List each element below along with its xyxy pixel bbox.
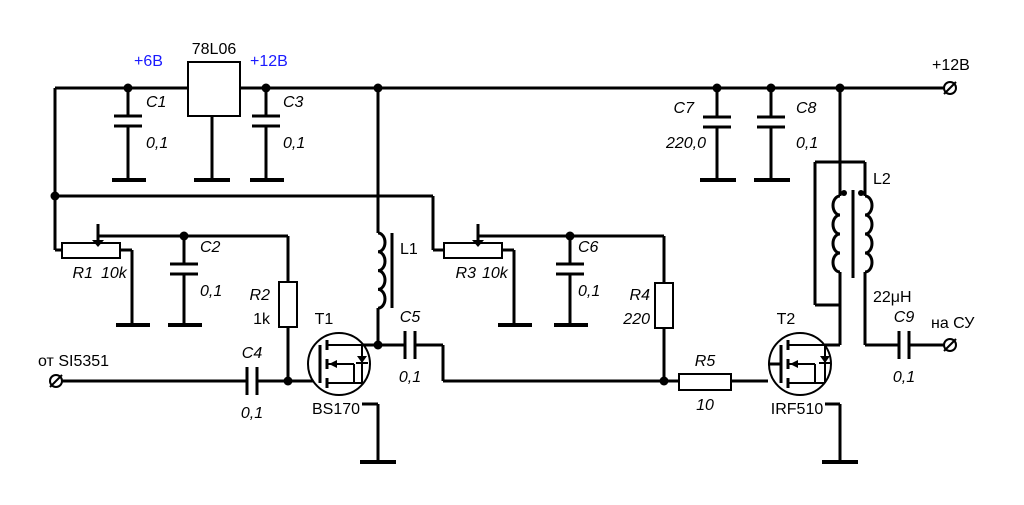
svg-text:R3: R3 [456,265,477,282]
svg-text:L1: L1 [400,241,418,258]
capacitor-c8: C8 0,1 [757,100,818,152]
regulator-label: 78L06 [192,41,237,58]
power-terminal: +12В [932,57,970,95]
svg-text:0,1: 0,1 [283,135,305,152]
transistor-t2: T2 IRF510 [768,311,832,418]
svg-text:0,1: 0,1 [796,135,818,152]
capacitor-c1: C1 0,1 [114,94,168,152]
capacitor-c9: C9 0,1 [893,309,915,386]
capacitor-c7: C7 220,0 [665,100,731,152]
svg-text:220: 220 [622,311,650,328]
resistor-r4: R4 220 [622,282,674,329]
regulator-78l06: 78L06 [187,41,241,117]
svg-text:C6: C6 [578,239,599,256]
svg-text:10k: 10k [101,265,128,282]
resistor-r3: R3 10k [443,224,509,282]
svg-text:10k: 10k [482,265,509,282]
svg-text:0,1: 0,1 [399,369,421,386]
inductor-l2: L2 22μH [831,162,912,306]
svg-text:220,0: 220,0 [665,135,706,152]
svg-text:R4: R4 [630,287,651,304]
t2-label: T2 [777,311,796,328]
t2-part: IRF510 [771,401,824,418]
resistor-r1: R1 10k [61,224,128,282]
capacitor-c6: C6 0,1 [556,239,600,300]
svg-text:0,1: 0,1 [893,369,915,386]
svg-text:C3: C3 [283,94,304,111]
capacitor-c2: C2 0,1 [170,239,222,300]
svg-text:C9: C9 [894,309,915,326]
resistor-r2: R2 1k [250,281,298,328]
t1-part: BS170 [312,401,360,418]
power-label: +12В [932,57,970,74]
input-label: от SI5351 [38,353,109,370]
input-terminal: от SI5351 [38,353,109,388]
rail-labels: +6В +12В [134,53,288,70]
inductors: L1 L2 22μH [377,162,912,310]
rail-12v-label: +12В [250,53,288,70]
output-terminal: на СУ [931,315,975,352]
svg-text:C1: C1 [146,94,166,111]
resistors: R1 10k R3 10k R2 1k R4 220 R5 10 [61,224,732,414]
capacitor-c4: C4 0,1 [241,345,263,422]
svg-text:R2: R2 [250,287,271,304]
svg-text:22μH: 22μH [873,289,912,306]
svg-text:C4: C4 [242,345,263,362]
svg-text:10: 10 [696,397,714,414]
capacitor-c5: C5 0,1 [399,309,421,386]
junctions [50,83,845,386]
svg-text:0,1: 0,1 [146,135,168,152]
resistor-r5: R5 10 [678,353,732,414]
ground-symbols [112,178,858,464]
svg-text:C5: C5 [400,309,421,326]
transistor-t1: T1 BS170 [307,311,371,418]
svg-text:0,1: 0,1 [578,283,600,300]
output-label: на СУ [931,315,975,332]
inductor-l1: L1 [377,231,418,310]
svg-text:R5: R5 [695,353,716,370]
svg-text:C7: C7 [674,100,696,117]
svg-text:L2: L2 [873,171,891,188]
svg-text:C2: C2 [200,239,221,256]
svg-text:0,1: 0,1 [241,405,263,422]
rail-6v-label: +6В [134,53,163,70]
terminals: от SI5351 на СУ +12В [38,57,975,388]
svg-text:R1: R1 [73,265,93,282]
capacitors: C1 0,1 C3 0,1 C2 0,1 C6 0,1 C7 [114,94,915,422]
t1-label: T1 [315,311,334,328]
wires [53,86,945,462]
svg-text:0,1: 0,1 [200,283,222,300]
svg-text:1k: 1k [253,311,271,328]
capacitor-c3: C3 0,1 [252,94,305,152]
svg-text:C8: C8 [796,100,817,117]
